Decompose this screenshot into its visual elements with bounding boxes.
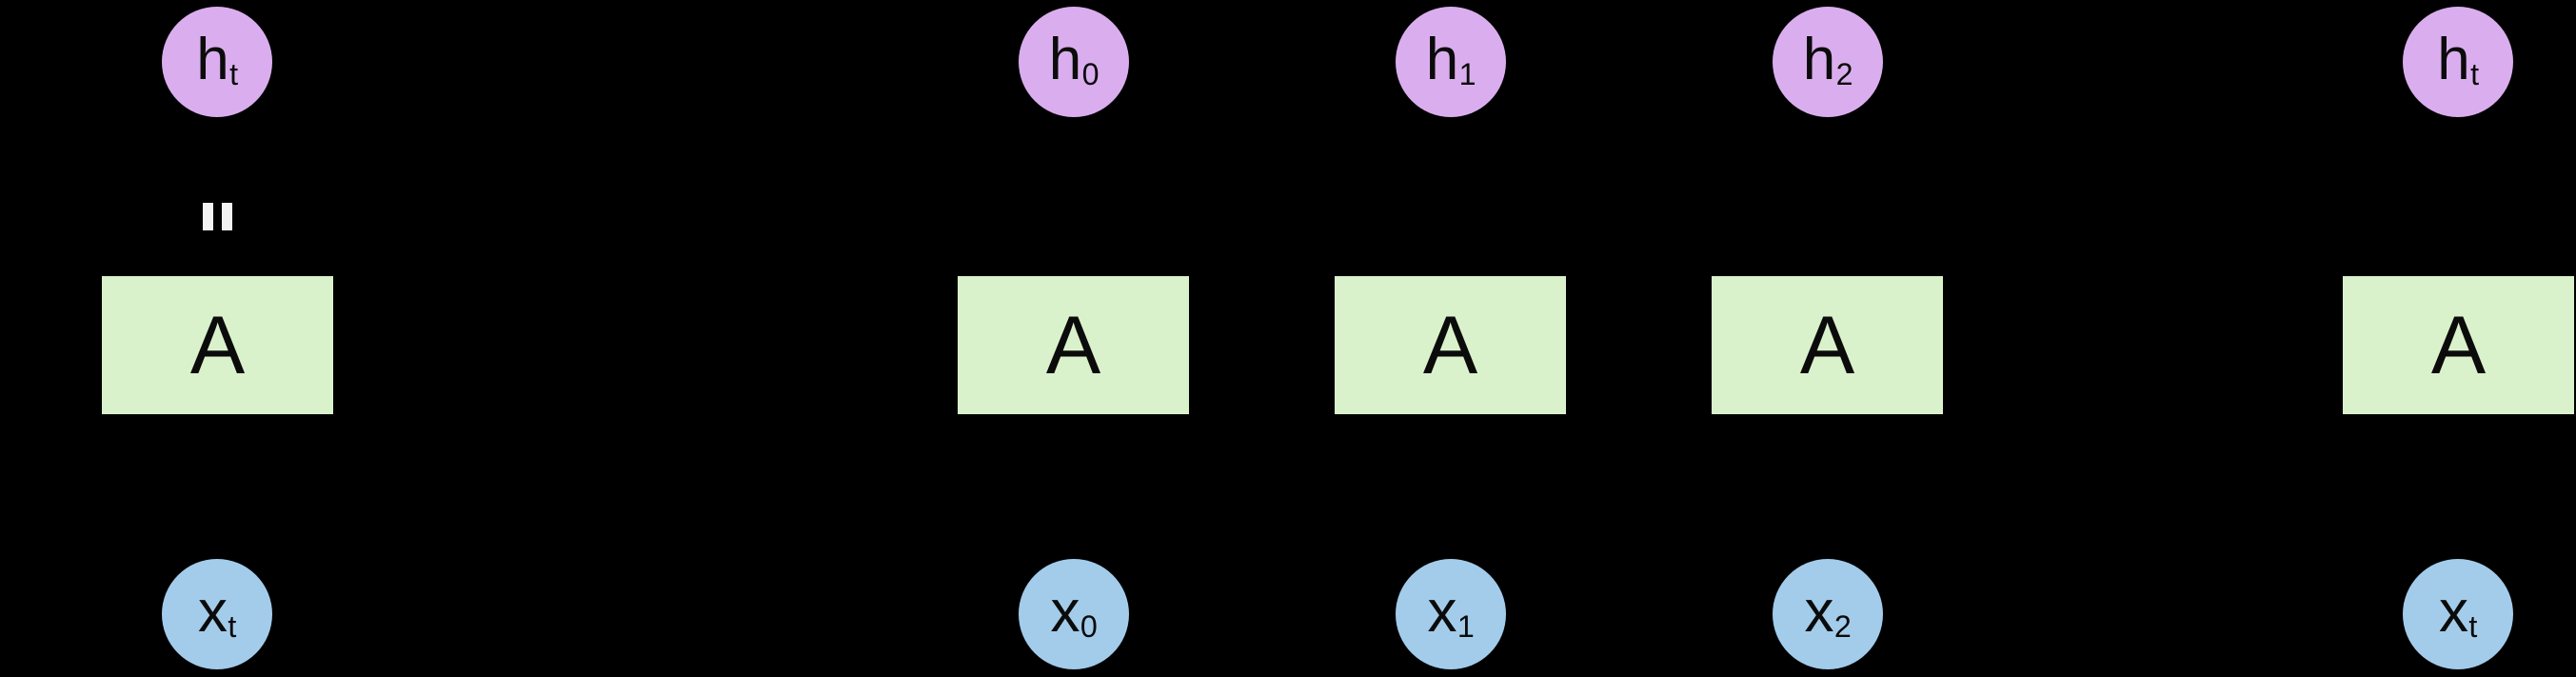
input-label-2: x2 <box>1804 579 1852 645</box>
cell-label-0: A <box>1045 299 1101 391</box>
input-node-1: x1 <box>1396 559 1506 669</box>
equals-sign <box>195 202 239 230</box>
rolled-hidden-state-node: ht <box>162 7 272 117</box>
rolled-rnn-cell: A <box>102 276 333 414</box>
hidden-state-node-t: ht <box>2403 7 2513 117</box>
cell-label-t: A <box>2430 299 2487 391</box>
equals-bar-right <box>221 202 232 230</box>
rolled-input-node: xt <box>162 559 272 669</box>
rolled-input-label: xt <box>198 579 237 645</box>
rnn-cell-1: A <box>1335 276 1566 414</box>
input-label-t: xt <box>2439 579 2478 645</box>
hidden-state-label-1: h1 <box>1425 27 1476 92</box>
input-label-1: x1 <box>1427 579 1475 645</box>
sequence-ellipsis: … <box>2056 310 2119 374</box>
rnn-cell-2: A <box>1712 276 1943 414</box>
cell-label-2: A <box>1799 299 1855 391</box>
hidden-state-node-2: h2 <box>1773 7 1883 117</box>
hidden-state-label-2: h2 <box>1802 27 1853 92</box>
input-node-2: x2 <box>1773 559 1883 669</box>
hidden-state-label-0: h0 <box>1048 27 1100 92</box>
cell-label-1: A <box>1422 299 1478 391</box>
rnn-cell-t: A <box>2343 276 2574 414</box>
equals-bar-left <box>202 202 213 230</box>
input-node-t: xt <box>2403 559 2513 669</box>
input-label-0: x0 <box>1050 579 1098 645</box>
input-node-0: x0 <box>1019 559 1129 669</box>
rolled-cell-label: A <box>189 299 246 391</box>
hidden-state-label-t: ht <box>2437 27 2480 92</box>
hidden-state-node-0: h0 <box>1019 7 1129 117</box>
hidden-state-node-1: h1 <box>1396 7 1506 117</box>
rnn-cell-0: A <box>958 276 1189 414</box>
rolled-hidden-state-label: ht <box>196 27 239 92</box>
